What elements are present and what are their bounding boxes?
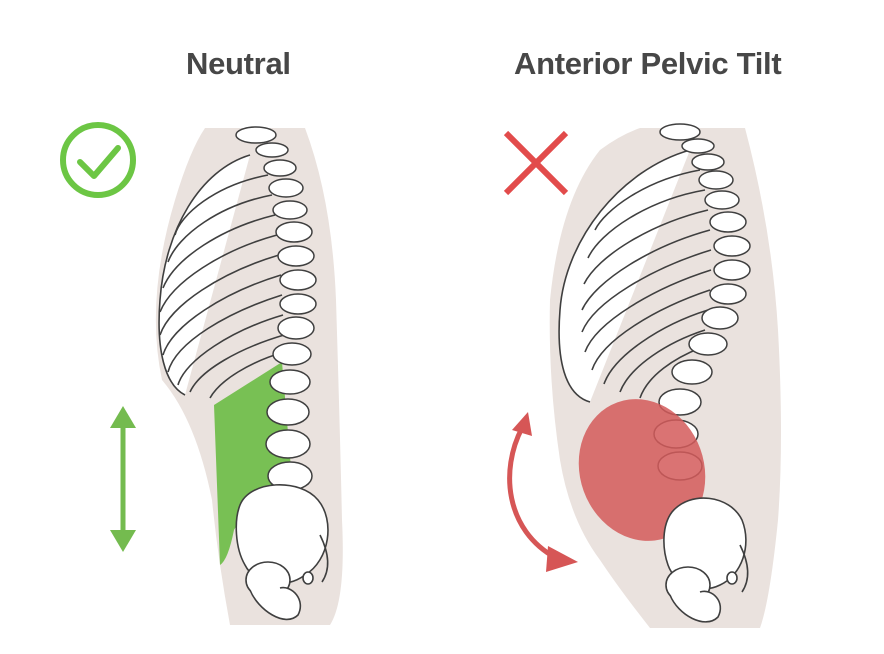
rib-cage <box>158 154 285 399</box>
pelvis <box>663 497 749 623</box>
anterior-pelvic-tilt-panel <box>503 123 781 628</box>
vertical-double-arrow-icon <box>110 406 136 552</box>
panel-title-anterior-pelvic-tilt: Anterior Pelvic Tilt <box>514 46 782 81</box>
spine <box>235 126 317 491</box>
lower-back-region-tilt <box>578 399 706 541</box>
panel-title-neutral: Neutral <box>186 46 291 81</box>
neutral-panel <box>60 122 343 625</box>
rib-cage <box>558 149 712 403</box>
cross-icon <box>503 130 569 196</box>
check-circle-icon <box>60 122 136 198</box>
pelvis <box>235 483 329 621</box>
curved-double-arrow-icon <box>507 412 578 572</box>
